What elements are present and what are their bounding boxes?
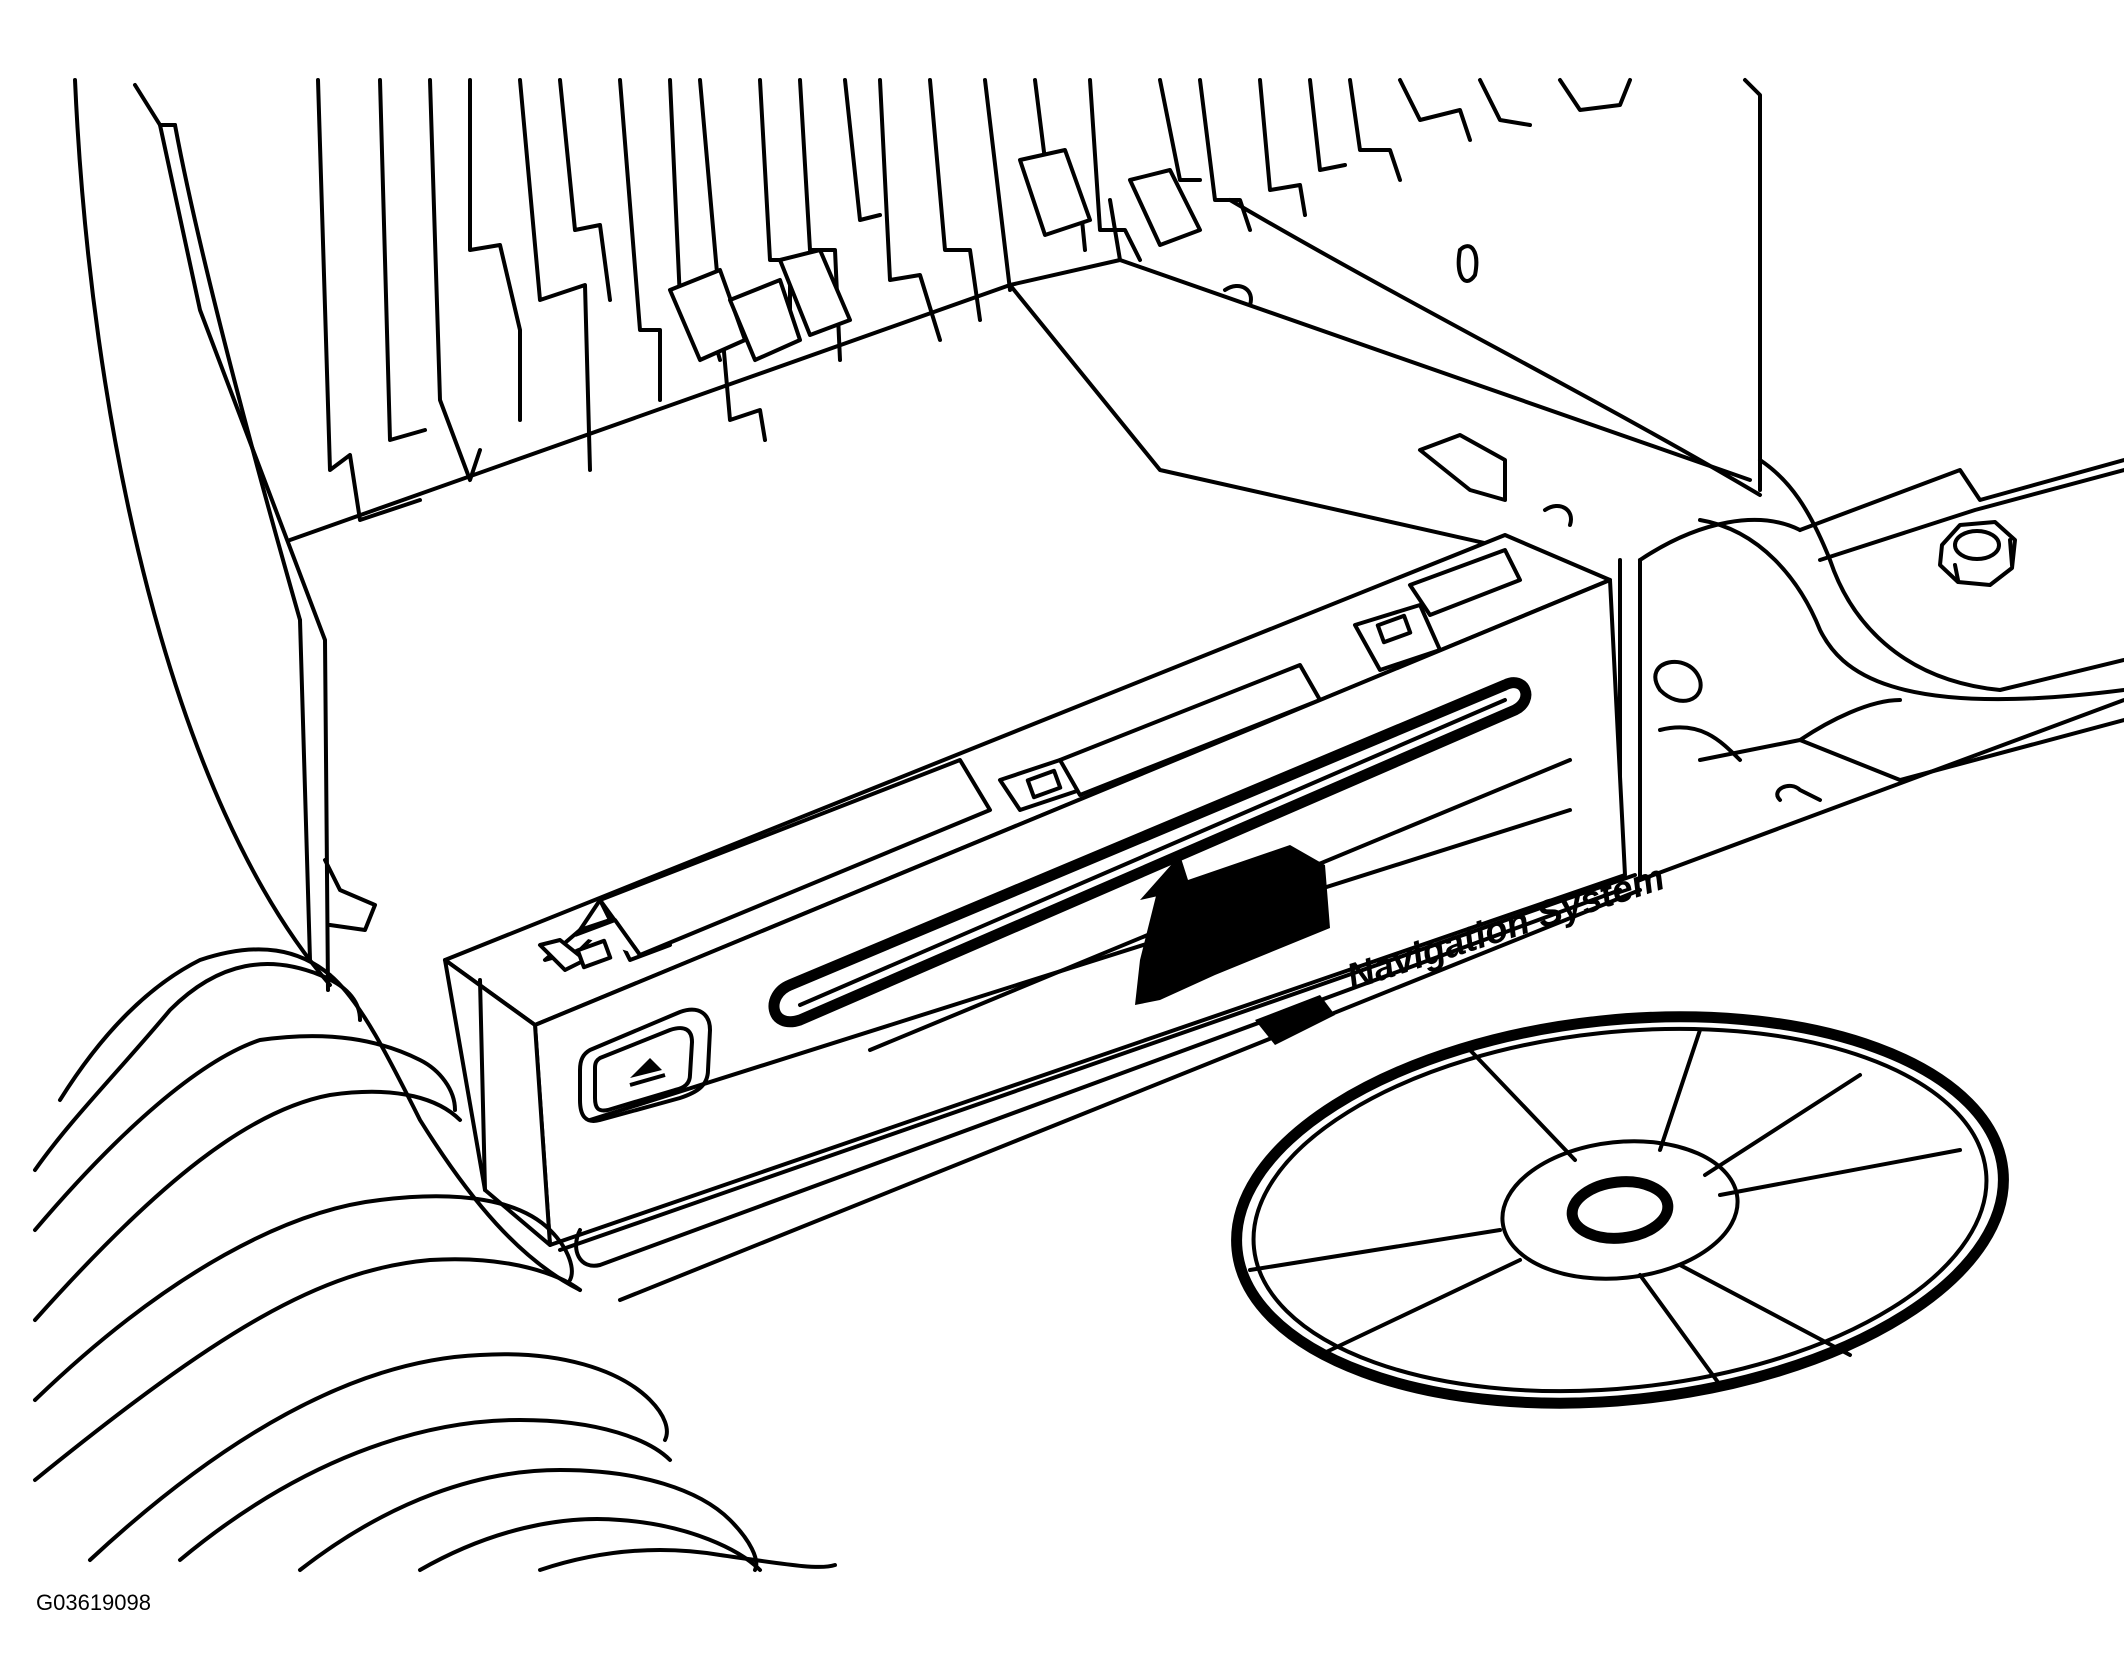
disc-insertion-slot <box>768 677 1532 1028</box>
figure-id: G03619098 <box>36 1590 151 1615</box>
eject-button <box>578 1007 712 1123</box>
navigation-unit: Navigation System <box>443 533 1669 1302</box>
left-side-trim-panel <box>73 78 377 992</box>
insertion-direction-arrow <box>1135 845 1345 1045</box>
hex-bolt <box>1938 520 2017 587</box>
upper-finned-component <box>288 78 1762 562</box>
seat-cushion-foreground <box>33 947 837 1572</box>
right-floor-bracket <box>1618 458 2124 882</box>
navigation-disc <box>1231 1011 2009 1409</box>
